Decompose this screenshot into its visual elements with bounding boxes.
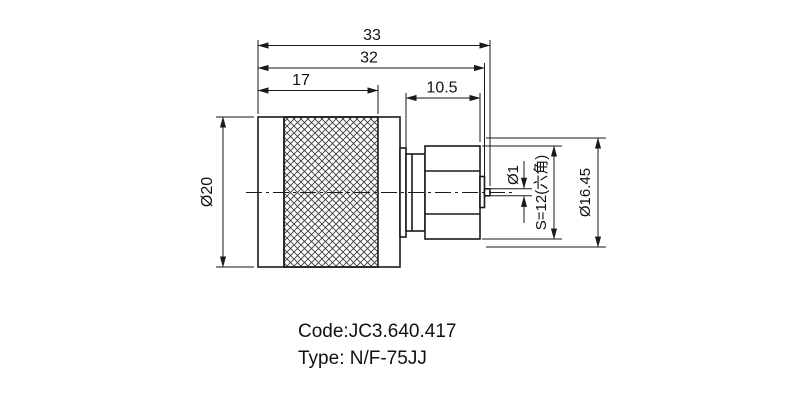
dim-hex-s12-label: S=12(六角) — [533, 155, 550, 230]
type-label: Type: N/F-75JJ — [298, 348, 427, 369]
dim-32-label: 32 — [360, 50, 378, 67]
dim-33-label: 33 — [363, 27, 381, 44]
dim-dia1-label: Ø1 — [505, 165, 522, 185]
dimension-dia1: Ø1 — [491, 161, 532, 223]
connector-body — [257, 116, 491, 268]
dimension-hex-s12: S=12(六角) — [482, 145, 562, 240]
title-notes: Code:JC3.640.417 Type: N/F-75JJ — [298, 321, 456, 369]
dimension-32: 32 — [257, 50, 485, 184]
dimension-17: 17 — [257, 72, 379, 114]
dim-17-label: 17 — [292, 72, 310, 89]
dimension-dia16-45: Ø16.45 — [486, 137, 606, 248]
dimension-33: 33 — [257, 27, 491, 186]
dim-10-5-label: 10.5 — [426, 80, 457, 97]
dimension-dia20: Ø20 — [199, 116, 254, 268]
code-label: Code:JC3.640.417 — [298, 321, 456, 342]
dimension-10-5: 10.5 — [405, 80, 481, 150]
dim-dia20-label: Ø20 — [199, 177, 216, 207]
dim-dia16-45-label: Ø16.45 — [577, 168, 594, 217]
